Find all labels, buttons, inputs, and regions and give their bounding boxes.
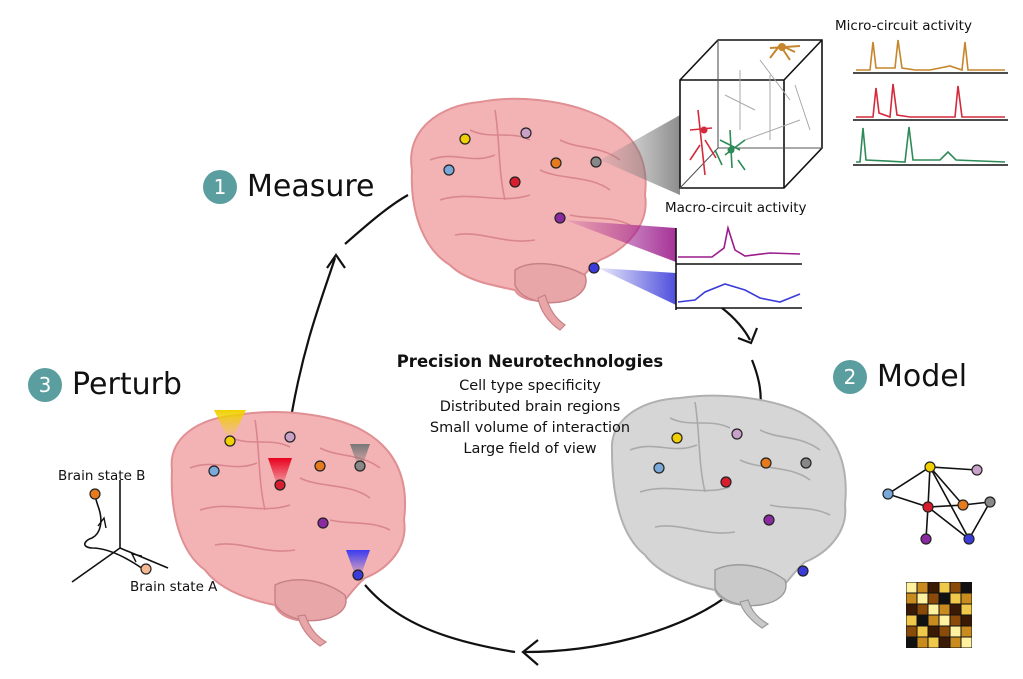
matrix-cell bbox=[939, 604, 950, 615]
matrix-cell bbox=[917, 637, 928, 648]
brain-perturb bbox=[170, 410, 407, 647]
matrix-cell bbox=[939, 582, 950, 593]
arc-measure-top bbox=[344, 194, 409, 245]
matrix-cell bbox=[928, 593, 939, 604]
matrix-cell bbox=[906, 626, 917, 637]
matrix-cell bbox=[950, 637, 961, 648]
matrix-cell bbox=[917, 615, 928, 626]
stimulation-cone-icon bbox=[214, 410, 246, 435]
brain-top bbox=[410, 97, 647, 331]
matrix-cell bbox=[950, 593, 961, 604]
network-graph-icon bbox=[882, 461, 996, 545]
matrix-cell bbox=[961, 615, 972, 626]
matrix-cell bbox=[950, 604, 961, 615]
state-space-axes-icon bbox=[71, 480, 169, 583]
arrow-measure-to-model bbox=[721, 307, 751, 341]
neuron-cube-icon bbox=[679, 39, 823, 189]
matrix-cell bbox=[939, 637, 950, 648]
cycle-arrows bbox=[290, 194, 762, 666]
matrix-cell bbox=[928, 626, 939, 637]
matrix-cell bbox=[961, 637, 972, 648]
matrix-cell bbox=[961, 604, 972, 615]
matrix-cell bbox=[917, 582, 928, 593]
matrix-cell bbox=[939, 615, 950, 626]
matrix-cell bbox=[961, 626, 972, 637]
matrix-cell bbox=[961, 582, 972, 593]
zoom-beam-macro-1 bbox=[565, 220, 676, 262]
connectivity-matrix-icon bbox=[906, 582, 972, 648]
matrix-cell bbox=[906, 582, 917, 593]
matrix-cell bbox=[950, 582, 961, 593]
arrow-perturb-to-measure bbox=[290, 257, 337, 413]
matrix-cell bbox=[906, 593, 917, 604]
matrix-cell bbox=[939, 593, 950, 604]
matrix-cell bbox=[928, 615, 939, 626]
matrix-cell bbox=[906, 615, 917, 626]
micro-traces bbox=[853, 39, 1008, 166]
matrix-cell bbox=[950, 615, 961, 626]
brain-model bbox=[610, 394, 847, 629]
arc-model-bottom bbox=[524, 589, 736, 654]
matrix-cell bbox=[928, 637, 939, 648]
matrix-cell bbox=[917, 626, 928, 637]
matrix-cell bbox=[917, 604, 928, 615]
matrix-cell bbox=[928, 582, 939, 593]
macro-traces bbox=[675, 224, 802, 310]
matrix-cell bbox=[961, 593, 972, 604]
matrix-cell bbox=[928, 604, 939, 615]
zoom-beam-macro-2 bbox=[598, 268, 676, 305]
matrix-cell bbox=[917, 593, 928, 604]
matrix-cell bbox=[906, 604, 917, 615]
matrix-cell bbox=[939, 626, 950, 637]
zoom-beam-micro bbox=[600, 115, 680, 195]
arc-perturb-bottom bbox=[364, 584, 516, 654]
matrix-cell bbox=[906, 637, 917, 648]
matrix-cell bbox=[950, 626, 961, 637]
